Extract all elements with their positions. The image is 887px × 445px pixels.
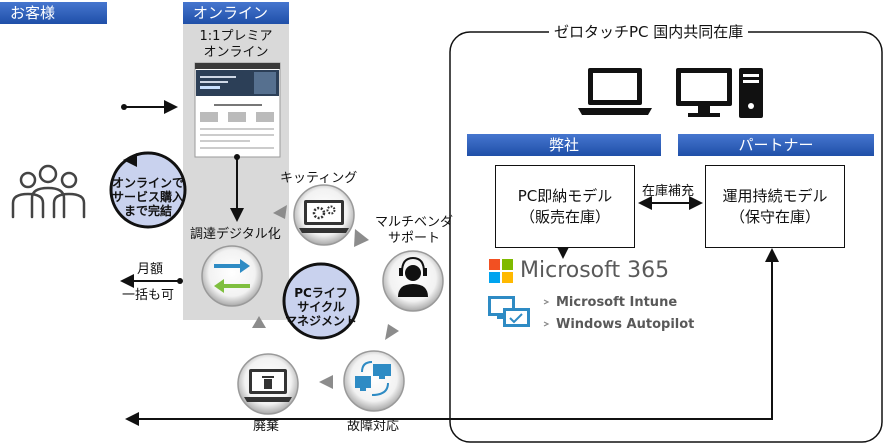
inventory-title: ゼロタッチPC 国内共同在庫 bbox=[549, 22, 749, 42]
online-webpage-thumbnail bbox=[194, 62, 281, 158]
sustained-operation-model-line1: 運用持続モデル bbox=[722, 186, 828, 205]
disposal-label: 廃棄 bbox=[253, 419, 280, 434]
company-header: 弊社 bbox=[467, 134, 661, 156]
online-card-title-2: オンライン bbox=[203, 45, 269, 60]
online-purchase-text-2: サービス購入 bbox=[111, 190, 184, 204]
instant-delivery-model-line2: （販売在庫） bbox=[519, 207, 610, 226]
online-purchase-text-3: まで完結 bbox=[123, 204, 172, 218]
customer-header: お客様 bbox=[0, 2, 107, 24]
autopilot-label: Windows Autopilot bbox=[556, 317, 695, 332]
microsoft-365-label: Microsoft 365 bbox=[520, 258, 670, 283]
online-card-title-1: 1:1プレミア bbox=[199, 29, 273, 44]
sustained-operation-model-line2: （保守在庫） bbox=[729, 207, 820, 226]
intune-label: Microsoft Intune bbox=[556, 295, 678, 310]
customer-group-icon bbox=[11, 164, 86, 219]
desktop-pc-icon bbox=[676, 68, 763, 118]
laptop-icon bbox=[578, 68, 652, 115]
repair-label: 故障対応 bbox=[347, 419, 400, 434]
multivendor-label-2: サポート bbox=[387, 231, 440, 246]
instant-delivery-model-line1: PC即納モデル bbox=[517, 186, 613, 205]
online-header: オンライン bbox=[183, 2, 289, 24]
arrow-return-from-partner bbox=[125, 248, 779, 426]
lifecycle-center-text-2: サイクル bbox=[297, 300, 345, 314]
replenish-label: 在庫補充 bbox=[642, 184, 695, 199]
online-purchase-text-1: オンラインで bbox=[111, 176, 184, 190]
bullet-arrow-1 bbox=[543, 299, 550, 305]
multivendor-label-1: マルチベンダ bbox=[374, 215, 453, 230]
lifecycle-center-text-1: PCライフ bbox=[294, 286, 348, 300]
repair-exchange-icon bbox=[343, 350, 405, 412]
online-purchase-circle bbox=[109, 151, 187, 229]
instant-delivery-model-box: PC即納モデル （販売在庫） bbox=[495, 165, 635, 248]
lifecycle-center-text-3: マネジメント bbox=[284, 314, 357, 328]
kitting-label: キッティング bbox=[280, 171, 358, 186]
intune-autopilot-icon bbox=[488, 296, 530, 327]
disposal-trash-icon bbox=[237, 353, 299, 415]
billing-lump-sum-label: 一括も可 bbox=[122, 288, 175, 303]
kitting-icon bbox=[293, 184, 355, 246]
sustained-operation-model-box: 運用持続モデル （保守在庫） bbox=[705, 165, 845, 248]
billing-monthly-label: 月額 bbox=[137, 262, 164, 277]
support-headset-icon bbox=[382, 250, 444, 312]
partner-header: パートナー bbox=[678, 134, 874, 156]
bullet-arrow-2 bbox=[543, 321, 550, 327]
procurement-exchange-icon bbox=[201, 245, 263, 307]
microsoft-logo-icon bbox=[489, 259, 513, 283]
procurement-label: 調達デジタル化 bbox=[190, 227, 281, 242]
